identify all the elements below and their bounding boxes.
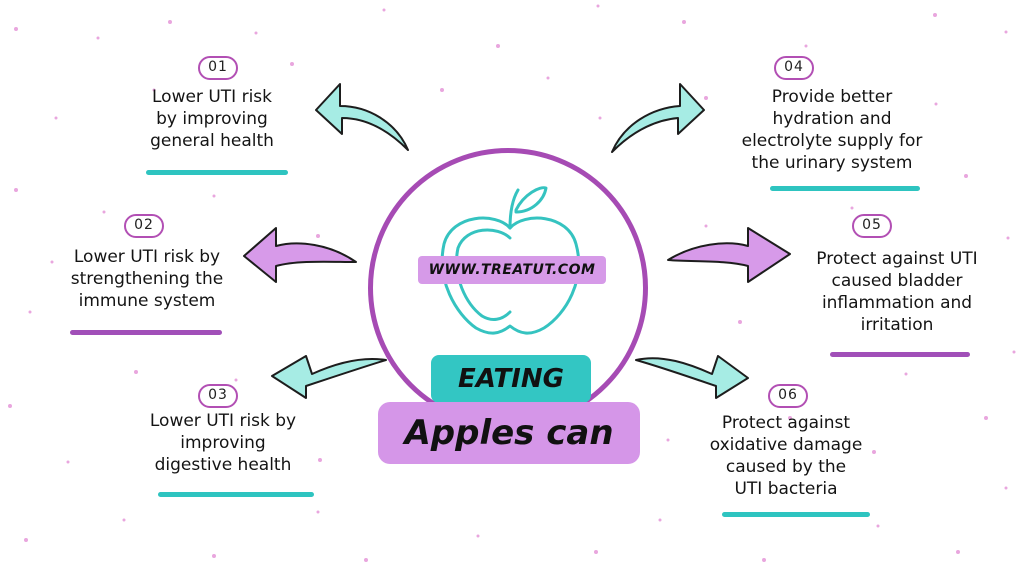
number-badge-04: 04 <box>774 56 814 80</box>
apples-can-label: Apples can <box>378 402 640 464</box>
benefit-06-line: caused by the <box>725 457 847 477</box>
benefit-05-line: Protect against UTI <box>816 249 978 269</box>
website-badge[interactable]: WWW.TREATUT.COM <box>418 256 606 284</box>
underline-03 <box>158 492 314 497</box>
benefit-06-line: UTI bacteria <box>734 479 838 499</box>
arrow-05-icon <box>667 227 791 283</box>
arrow-03-icon <box>271 355 387 399</box>
benefit-01-line: by improving <box>156 109 268 129</box>
benefit-02-text: Lower UTI risk by strengthening the immu… <box>40 246 254 312</box>
number-badge-05: 05 <box>852 214 892 238</box>
benefit-03-line: digestive health <box>154 455 292 475</box>
benefit-01-line: Lower UTI risk <box>152 87 272 107</box>
benefit-03-line: Lower UTI risk by <box>149 411 297 431</box>
benefit-05-line: inflammation and <box>821 293 973 313</box>
benefit-03-text: Lower UTI risk by improving digestive he… <box>116 410 330 476</box>
arrow-06-icon <box>635 355 749 399</box>
benefit-04-line: the urinary system <box>751 153 913 173</box>
underline-02 <box>70 330 222 335</box>
number-badge-01: 01 <box>198 56 238 80</box>
benefit-03-line: improving <box>180 433 266 453</box>
benefit-04-line: Provide better <box>771 87 893 107</box>
benefit-04-line: electrolyte supply for <box>741 131 923 151</box>
underline-06 <box>722 512 870 517</box>
benefit-04-line: hydration and <box>772 109 892 129</box>
number-badge-06: 06 <box>768 384 808 408</box>
arrow-04-icon <box>611 83 705 153</box>
benefit-06-line: oxidative damage <box>709 435 863 455</box>
benefit-02-line: immune system <box>78 291 216 311</box>
benefit-05-line: caused bladder <box>831 271 963 291</box>
number-badge-02: 02 <box>124 214 164 238</box>
benefit-04-text: Provide better hydration and electrolyte… <box>712 86 952 174</box>
number-badge-03: 03 <box>198 384 238 408</box>
underline-01 <box>146 170 288 175</box>
arrow-01-icon <box>315 83 409 151</box>
benefit-01-line: general health <box>150 131 274 151</box>
benefit-06-text: Protect against oxidative damage caused … <box>686 412 886 500</box>
eating-label: EATING <box>431 355 591 403</box>
benefit-01-text: Lower UTI risk by improving general heal… <box>112 86 312 152</box>
underline-04 <box>770 186 920 191</box>
benefit-06-line: Protect against <box>721 413 851 433</box>
underline-05 <box>830 352 970 357</box>
arrow-02-icon <box>243 227 357 283</box>
benefit-05-text: Protect against UTI caused bladder infla… <box>790 248 1004 336</box>
benefit-02-line: strengthening the <box>70 269 224 289</box>
benefit-05-line: irritation <box>860 315 934 335</box>
benefit-02-line: Lower UTI risk by <box>73 247 221 267</box>
